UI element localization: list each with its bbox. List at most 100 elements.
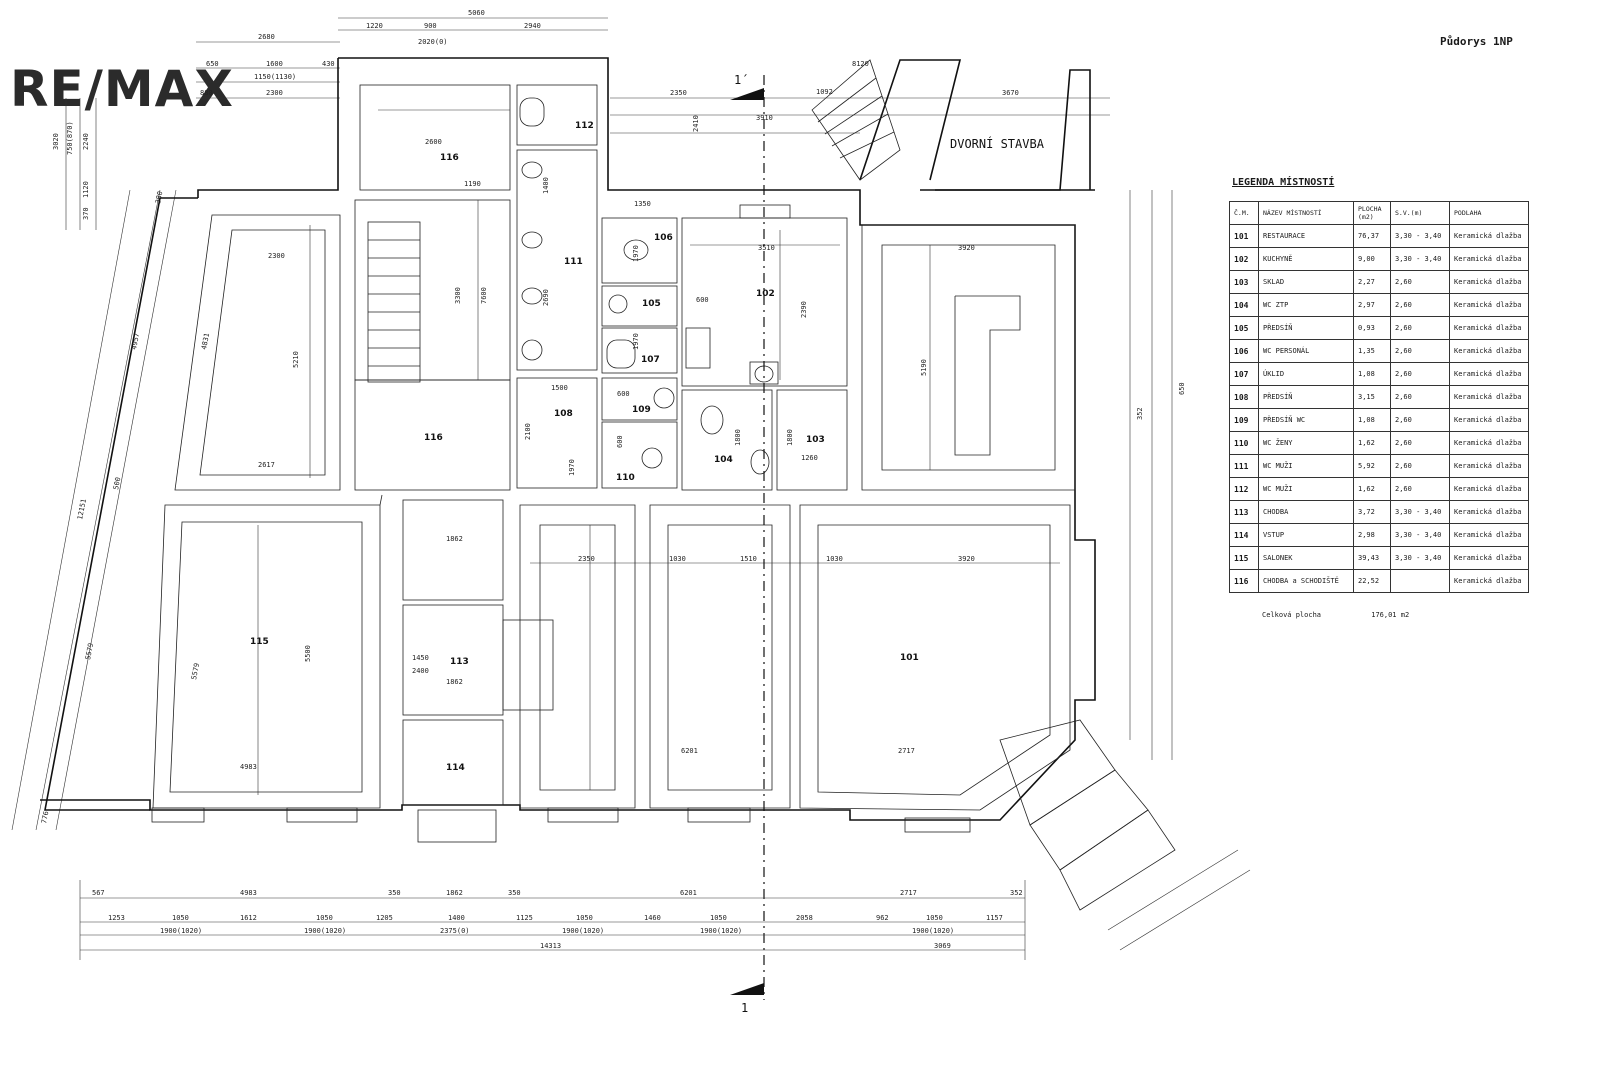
- svg-text:1260: 1260: [801, 454, 818, 462]
- room-label-109: 109: [632, 405, 651, 415]
- room-label-116b: 116: [424, 433, 443, 443]
- svg-text:1970: 1970: [632, 245, 640, 262]
- legend-col-area: PLOCHA (m2): [1353, 201, 1391, 225]
- legend-cell-room-name: PŘEDSÍŇ: [1258, 316, 1354, 340]
- room-label-104: 104: [714, 455, 733, 465]
- room-label-111: 111: [564, 257, 583, 267]
- legend-cell-room-number: 111: [1229, 454, 1259, 478]
- legend-cell-room-height: [1390, 569, 1450, 593]
- svg-text:500: 500: [112, 476, 122, 490]
- legend-cell-room-area: 0,93: [1353, 316, 1391, 340]
- svg-text:1125: 1125: [516, 914, 533, 922]
- svg-text:352: 352: [1136, 407, 1144, 420]
- svg-text:14313: 14313: [540, 942, 561, 950]
- room-label-103: 103: [806, 435, 825, 445]
- legend-cell-room-floor: Keramická dlažba: [1449, 247, 1529, 271]
- svg-text:1460: 1460: [644, 914, 661, 922]
- svg-text:1800: 1800: [786, 429, 794, 446]
- courtyard-label: DVORNÍ STAVBA: [950, 136, 1045, 151]
- svg-text:2300: 2300: [268, 252, 285, 260]
- svg-text:600: 600: [616, 435, 624, 448]
- svg-text:2375(0): 2375(0): [440, 927, 470, 935]
- svg-text:1450: 1450: [412, 654, 429, 662]
- svg-text:380: 380: [154, 190, 164, 204]
- svg-text:2617: 2617: [258, 461, 275, 469]
- svg-text:2400: 2400: [412, 667, 429, 675]
- svg-text:6201: 6201: [680, 889, 697, 897]
- svg-text:8120: 8120: [852, 60, 869, 68]
- legend-cell-room-height: 2,60: [1390, 431, 1450, 455]
- legend-cell-room-area: 3,15: [1353, 385, 1391, 409]
- svg-text:2717: 2717: [900, 889, 917, 897]
- legend-cell-room-name: SKLAD: [1258, 270, 1354, 294]
- svg-text:1600: 1600: [266, 60, 283, 68]
- stair-treads: [368, 239, 420, 367]
- room-labels: 101 102 103 104 105 106 107 108 109 110 …: [250, 121, 919, 773]
- svg-text:2300: 2300: [266, 89, 283, 97]
- legend-cell-room-name: WC MUŽI: [1258, 454, 1354, 478]
- legend-cell-room-floor: Keramická dlažba: [1449, 316, 1529, 340]
- sanitary-fixtures: [519, 97, 774, 475]
- svg-text:1400: 1400: [448, 914, 465, 922]
- legend-cell-room-floor: Keramická dlažba: [1449, 224, 1529, 248]
- svg-text:1253: 1253: [108, 914, 125, 922]
- legend-cell-room-floor: Keramická dlažba: [1449, 546, 1529, 570]
- legend-cell-room-number: 105: [1229, 316, 1259, 340]
- svg-text:2940: 2940: [524, 22, 541, 30]
- legend-cell-room-floor: Keramická dlažba: [1449, 431, 1529, 455]
- legend-cell-room-name: WC PERSONÁL: [1258, 339, 1354, 363]
- svg-text:4983: 4983: [240, 889, 257, 897]
- svg-text:2390: 2390: [800, 301, 808, 318]
- svg-text:350: 350: [508, 889, 521, 897]
- room-label-112: 112: [575, 121, 594, 131]
- legend-cell-room-floor: Keramická dlažba: [1449, 523, 1529, 547]
- legend-header-row: Č.M. NÁZEV MÍSTNOSTÍ PLOCHA (m2) S.V.(m)…: [1229, 201, 1529, 225]
- svg-text:1205: 1205: [376, 914, 393, 922]
- legend-col-height: S.V.(m): [1390, 201, 1450, 225]
- legend-col-floor: PODLAHA: [1449, 201, 1529, 225]
- svg-text:1970: 1970: [632, 333, 640, 350]
- legend-cell-room-floor: Keramická dlažba: [1449, 339, 1529, 363]
- legend-cell-room-area: 1,62: [1353, 477, 1391, 501]
- svg-text:1862: 1862: [446, 678, 463, 686]
- svg-text:1800: 1800: [734, 429, 742, 446]
- legend-title: LEGENDA MÍSTNOSTÍ: [1232, 177, 1335, 188]
- svg-text:350: 350: [388, 889, 401, 897]
- legend-cell-room-number: 115: [1229, 546, 1259, 570]
- svg-text:5190: 5190: [920, 359, 928, 376]
- svg-text:4983: 4983: [240, 763, 257, 771]
- legend-cell-room-number: 103: [1229, 270, 1259, 294]
- bottom-dimension-lines: [79, 880, 1026, 960]
- svg-text:2058: 2058: [796, 914, 813, 922]
- svg-text:352: 352: [1010, 889, 1023, 897]
- svg-text:1050: 1050: [576, 914, 593, 922]
- svg-text:1862: 1862: [446, 535, 463, 543]
- svg-text:3920: 3920: [958, 244, 975, 252]
- legend-cell-room-height: 2,60: [1390, 408, 1450, 432]
- legend-cell-room-height: 2,60: [1390, 454, 1450, 478]
- room-116-walls: [354, 84, 511, 491]
- legend-cell-room-floor: Keramická dlažba: [1449, 362, 1529, 386]
- svg-text:3910: 3910: [756, 114, 773, 122]
- svg-text:6201: 6201: [681, 747, 698, 755]
- legend-cell-room-name: VSTUP: [1258, 523, 1354, 547]
- legend-cell-room-height: 3,30 - 3,40: [1390, 224, 1450, 248]
- legend-cell-room-height: 3,30 - 3,40: [1390, 500, 1450, 524]
- svg-text:750(870): 750(870): [66, 121, 74, 155]
- legend-cell-room-floor: Keramická dlažba: [1449, 569, 1529, 593]
- legend-cell-room-number: 106: [1229, 339, 1259, 363]
- legend-cell-room-height: 3,30 - 3,40: [1390, 546, 1450, 570]
- bottom-dimension-texts: 567 4983 350 1862 350 6201 2717 352 1253…: [92, 889, 1023, 950]
- svg-text:370: 370: [82, 207, 90, 220]
- legend-col-name: NÁZEV MÍSTNOSTÍ: [1258, 201, 1354, 225]
- svg-text:2717: 2717: [898, 747, 915, 755]
- room-label-110: 110: [616, 473, 635, 483]
- courtyard-stair: [811, 59, 901, 181]
- room-label-113: 113: [450, 657, 469, 667]
- room-label-115: 115: [250, 637, 269, 647]
- svg-text:1900(1020): 1900(1020): [700, 927, 742, 935]
- legend-cell-room-name: RESTAURACE: [1258, 224, 1354, 248]
